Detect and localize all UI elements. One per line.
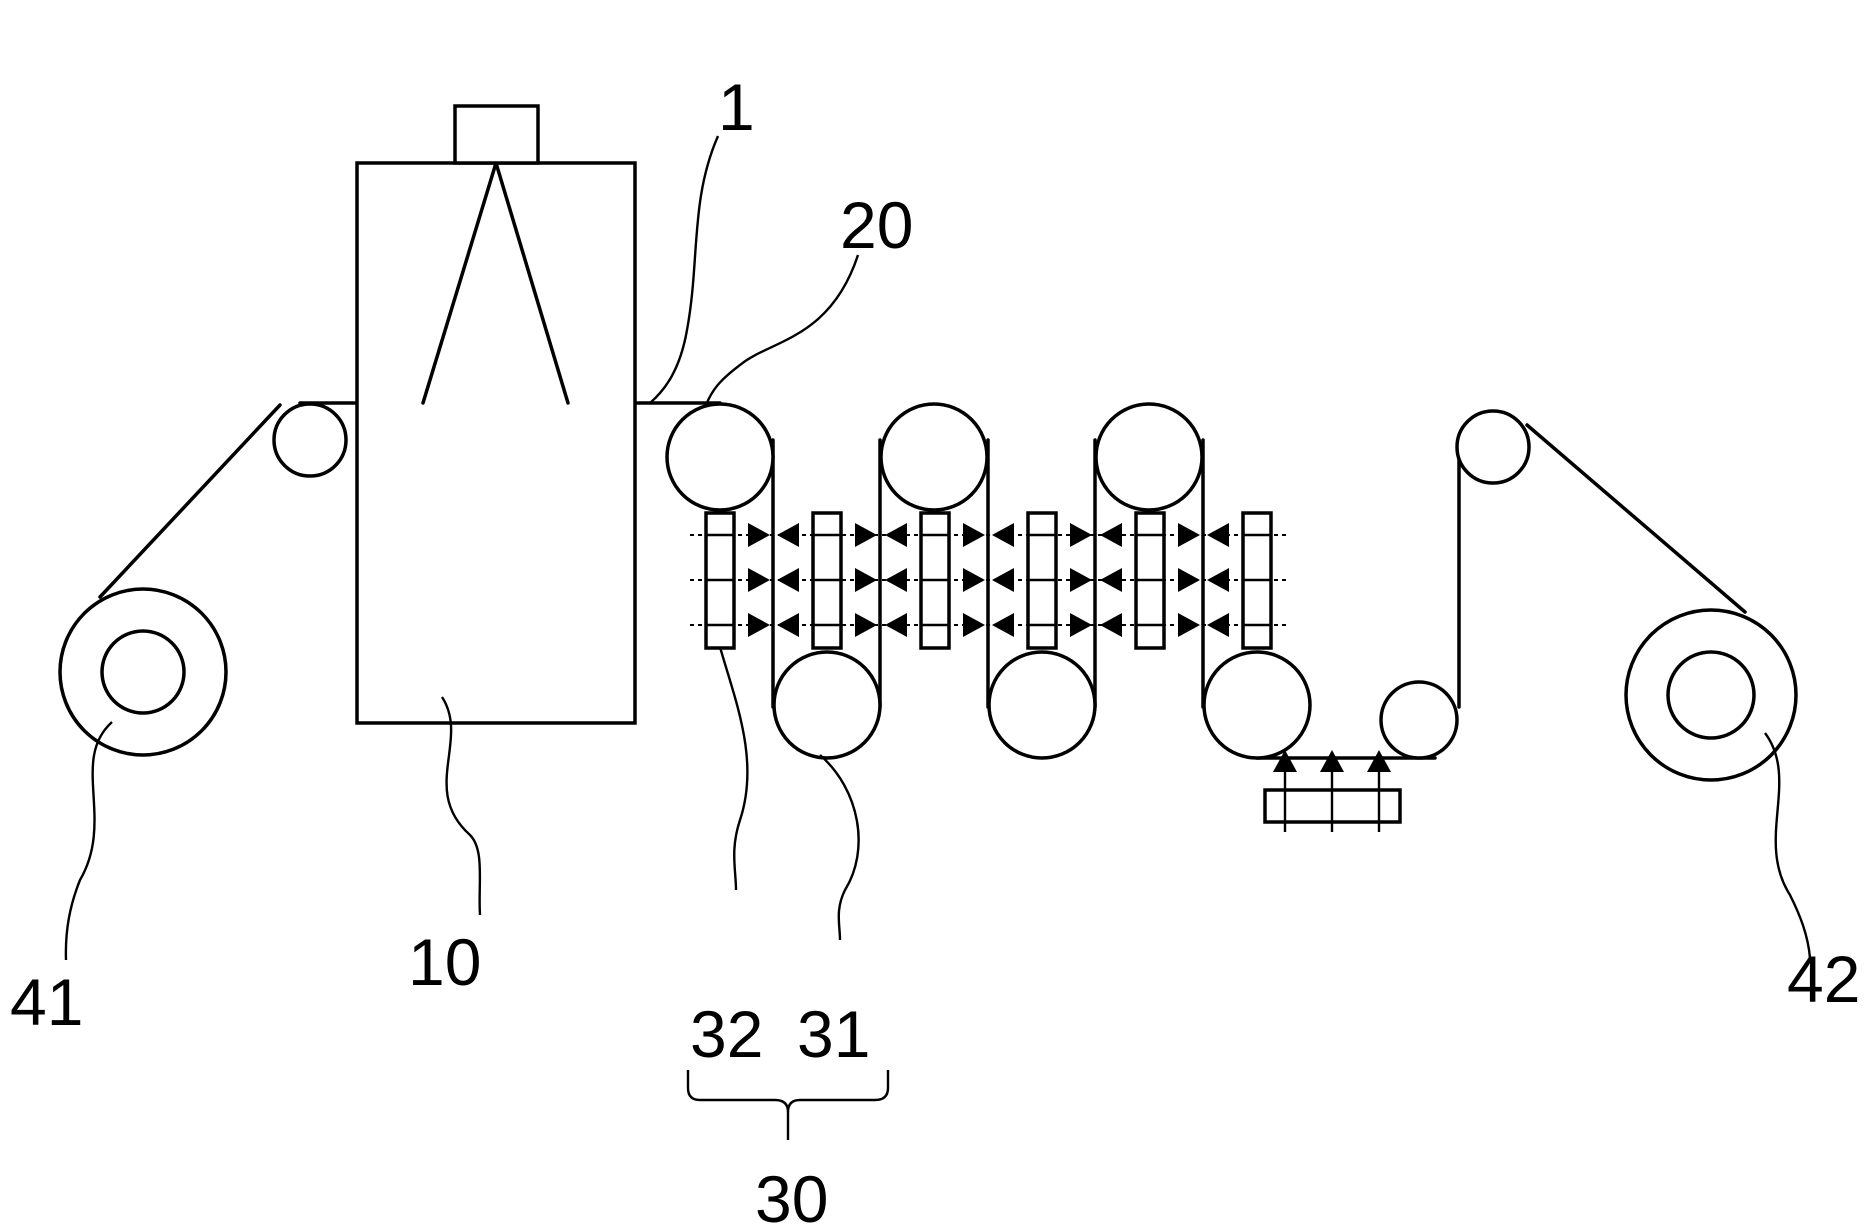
roll-20 bbox=[667, 404, 773, 510]
coater-body bbox=[357, 163, 635, 723]
dryer-rolls-bottom bbox=[774, 652, 1310, 758]
label-dryer: 30 bbox=[755, 1162, 828, 1229]
coater-top-cap bbox=[455, 106, 538, 163]
rewind-roll bbox=[1626, 610, 1796, 780]
dryer-rolls-top bbox=[667, 404, 1202, 510]
label-heater: 31 bbox=[797, 997, 870, 1071]
guide-roll-left bbox=[274, 404, 346, 476]
label-coater: 10 bbox=[408, 925, 481, 999]
coater-unit bbox=[357, 106, 635, 723]
label-rewind-roll: 42 bbox=[1787, 942, 1860, 1016]
label-film: 1 bbox=[718, 70, 755, 144]
label-first-roll: 20 bbox=[840, 188, 913, 262]
unwind-roll bbox=[60, 589, 226, 755]
label-unwind-roll: 41 bbox=[10, 965, 83, 1039]
guide-roll-right bbox=[1457, 411, 1529, 483]
roll-31 bbox=[774, 652, 880, 758]
dryer-bracket bbox=[688, 1070, 888, 1140]
small-bottom-roll bbox=[1381, 682, 1457, 758]
bottom-heater bbox=[1265, 750, 1400, 832]
label-blower: 32 bbox=[690, 997, 763, 1071]
